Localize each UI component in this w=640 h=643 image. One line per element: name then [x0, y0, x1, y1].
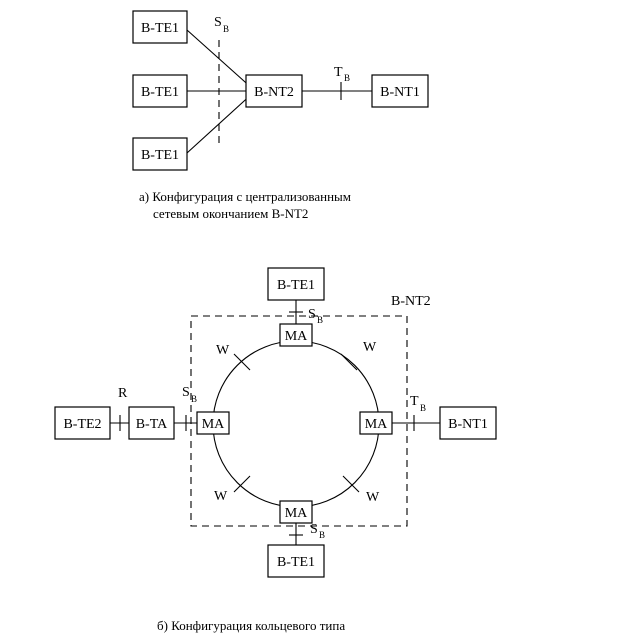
- b-te1-box-mid: [132, 74, 188, 108]
- diagram-a: B-TE1 B-TE1 B-TE1 B-NT2 B-NT1 S B T B а)…: [132, 10, 429, 221]
- ma-box-bottom: [279, 500, 313, 524]
- s-reference-subscript: B: [223, 24, 229, 34]
- ma-box-left: [196, 411, 230, 435]
- b-te2-box: [54, 406, 111, 440]
- b-ta-label: B-TA: [136, 417, 168, 432]
- ma-label-bottom: MA: [285, 506, 308, 521]
- w-label-top-right: W: [363, 340, 377, 355]
- b-te1-box-bottom: [132, 137, 188, 171]
- b-te1-label-top: B-TE1: [141, 21, 179, 36]
- w-label-top-left: W: [216, 343, 230, 358]
- w-label-bottom-right: W: [366, 490, 380, 505]
- b-nt1-label-ring: B-NT1: [448, 417, 488, 432]
- w-label-bottom-left: W: [214, 489, 228, 504]
- w-tick-top-left: [233, 353, 251, 371]
- s-subscript-top: B: [317, 315, 323, 325]
- w-tick-bottom-right: [342, 475, 360, 493]
- s-subscript-left: B: [191, 394, 197, 404]
- b-te1-box-ring-top: [267, 267, 325, 301]
- ma-label-top: MA: [285, 329, 308, 344]
- s-label-top: S: [308, 307, 316, 322]
- r-reference-label: R: [118, 386, 128, 401]
- b-nt2-label: B-NT2: [254, 85, 294, 100]
- link-te1-top-to-nt2: [186, 29, 255, 91]
- b-nt1-box-ring: [439, 406, 497, 440]
- ring: [212, 340, 380, 508]
- t-subscript-right: B: [420, 403, 426, 413]
- b-te1-label-ring-bottom: B-TE1: [277, 555, 315, 570]
- s-subscript-bottom: B: [319, 530, 325, 540]
- t-reference-label: T: [334, 65, 343, 80]
- caption-b: б) Конфигурация кольцевого типа: [157, 618, 345, 633]
- b-nt2-boundary: [190, 315, 408, 527]
- ma-box-top: [279, 323, 313, 347]
- ma-box-right: [359, 411, 393, 435]
- b-nt2-box: [245, 74, 303, 108]
- b-nt1-box: [371, 74, 429, 108]
- b-nt2-boundary-label: B-NT2: [391, 294, 431, 309]
- caption-a-line2: сетевым окончанием B-NT2: [153, 206, 308, 221]
- b-te1-label-ring-top: B-TE1: [277, 278, 315, 293]
- s-reference-label: S: [214, 15, 222, 30]
- b-te1-box-top: [132, 10, 188, 44]
- t-reference-subscript: B: [344, 73, 350, 83]
- b-te2-label: B-TE2: [63, 417, 101, 432]
- s-label-bottom: S: [310, 522, 318, 537]
- b-te1-label-bottom: B-TE1: [141, 148, 179, 163]
- b-te1-label-mid: B-TE1: [141, 85, 179, 100]
- b-te1-box-ring-bottom: [267, 544, 325, 578]
- ma-label-left: MA: [202, 417, 225, 432]
- link-te1-bot-to-nt2: [186, 91, 255, 154]
- s-label-left: S: [182, 385, 190, 400]
- b-ta-box: [128, 406, 175, 440]
- b-nt1-label: B-NT1: [380, 85, 420, 100]
- w-tick-bottom-left: [233, 475, 251, 493]
- ma-label-right: MA: [365, 417, 388, 432]
- caption-a-line1: а) Конфигурация с централизованным: [139, 189, 351, 204]
- t-label-right: T: [410, 394, 419, 409]
- diagram-b: B-TE1 B-TE1 B-TE2 B-TA B-NT1 MA MA MA MA…: [54, 267, 497, 633]
- w-tick-top-right: [340, 353, 358, 371]
